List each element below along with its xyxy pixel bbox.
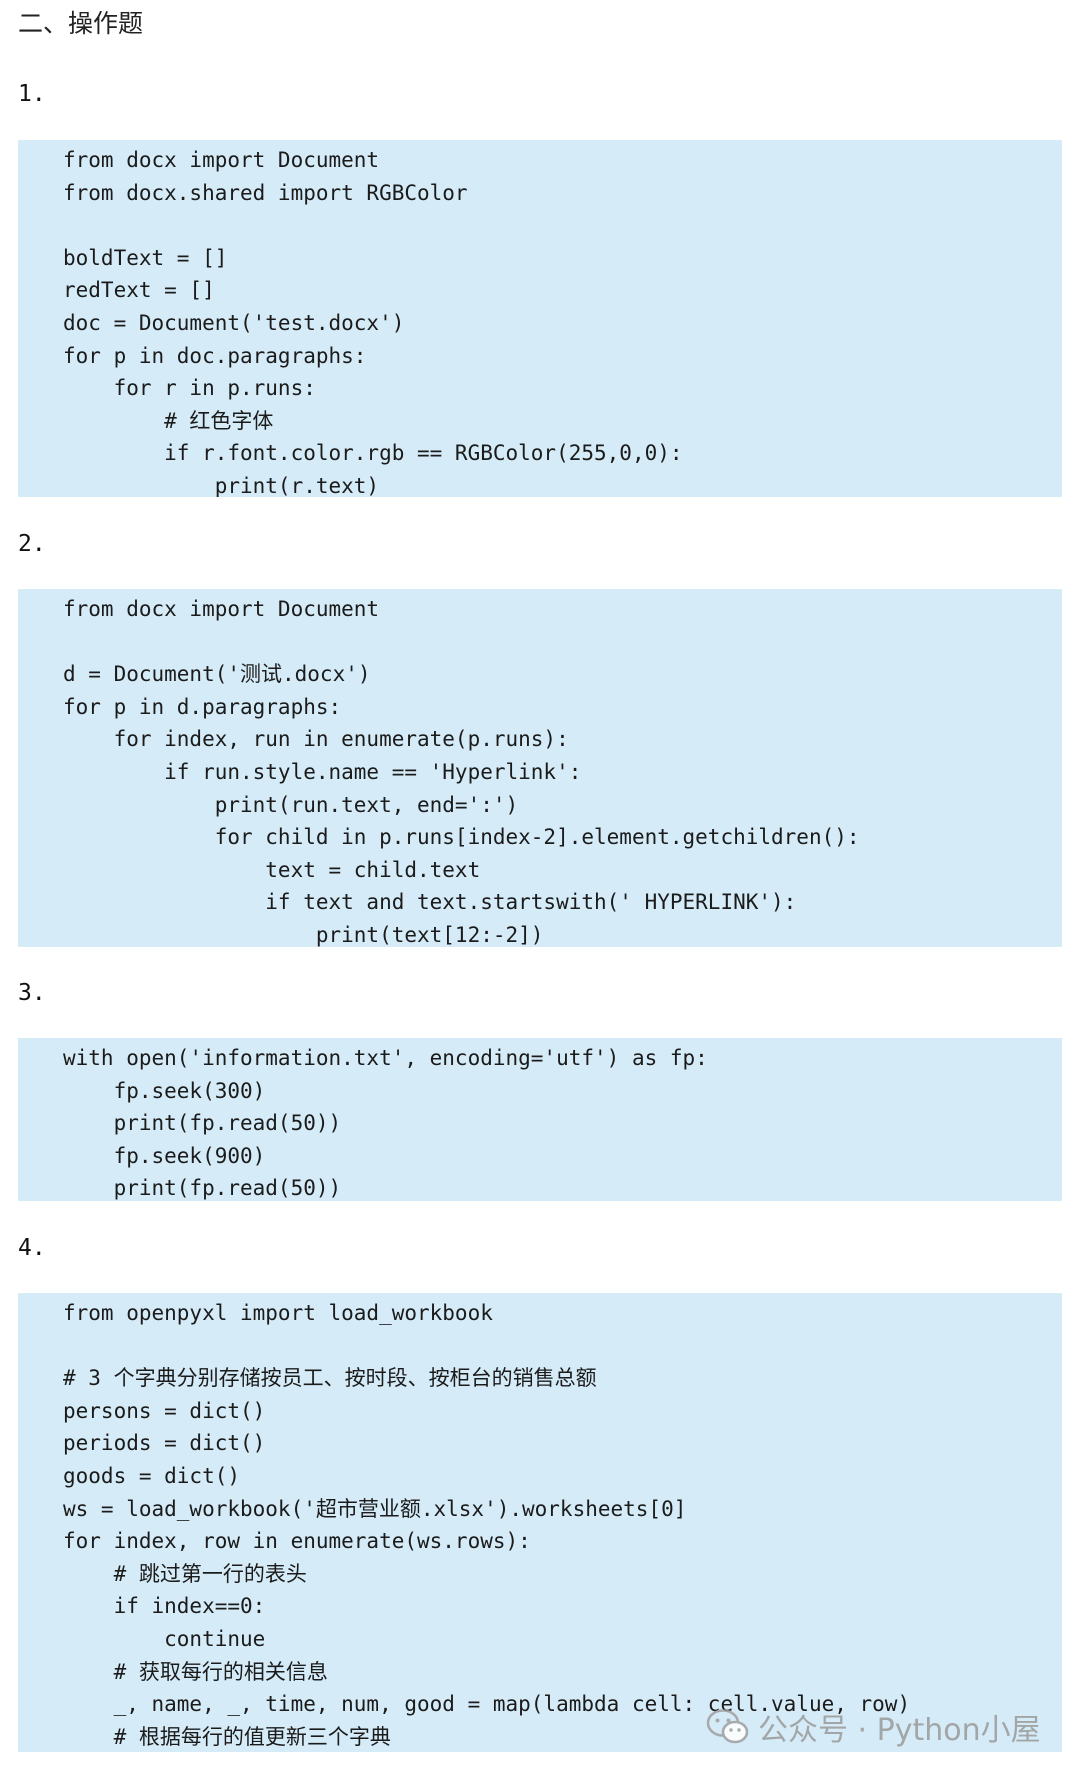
code-line: continue (63, 1626, 266, 1651)
code-line: for p in doc.paragraphs: (63, 343, 367, 368)
code-line (63, 626, 1062, 659)
code-line: fp.seek(300) (63, 1078, 266, 1103)
code-line: persons = dict() (63, 1398, 266, 1423)
code-line: if r.font.color.rgb == RGBColor(255,0,0)… (63, 441, 683, 466)
wechat-icon (706, 1709, 749, 1744)
code-line: # 3 个字典分别存储按员工、按时段、按柜台的销售总额 (63, 1366, 597, 1391)
code-line: print(r.text) (63, 473, 380, 497)
code-line: # 红色字体 (63, 408, 274, 433)
code-line: from docx.shared import RGBColor (63, 180, 468, 205)
watermark: 公众号 · Python小屋 (706, 1705, 1041, 1749)
code-block-3: with open('information.txt', encoding='u… (18, 1038, 1062, 1201)
code-block-1: from docx import Document from docx.shar… (18, 140, 1062, 497)
code-line: # 获取每行的相关信息 (63, 1659, 328, 1684)
code-line (63, 1330, 1062, 1363)
question-number-4: 4. (18, 1235, 46, 1261)
code-line: from openpyxl import load_workbook (63, 1301, 493, 1325)
code-line: for r in p.runs: (63, 376, 316, 401)
code-line: if text and text.startswith(' HYPERLINK'… (63, 890, 797, 915)
code-block-2: from docx import Document d = Document('… (18, 589, 1062, 947)
code-line: redText = [] (63, 278, 215, 303)
code-line: d = Document('测试.docx') (63, 662, 371, 687)
code-line: boldText = [] (63, 245, 228, 270)
code-line: fp.seek(900) (63, 1143, 266, 1168)
code-line: periods = dict() (63, 1431, 266, 1456)
code-line: if run.style.name == 'Hyperlink': (63, 759, 582, 784)
code-line: print(text[12:-2]) (63, 922, 544, 947)
question-number-3: 3. (18, 980, 46, 1006)
watermark-text: 公众号 · Python小屋 (758, 1713, 1041, 1748)
code-line: for index, row in enumerate(ws.rows): (63, 1529, 531, 1554)
code-line (63, 209, 1062, 242)
code-line: for p in d.paragraphs: (63, 694, 342, 719)
code-line: for child in p.runs[index-2].element.get… (63, 825, 860, 850)
code-line: _, name, _, time, num, good = map(lambda… (63, 1692, 911, 1717)
code-block-4: from openpyxl import load_workbook # 3 个… (18, 1293, 1062, 1752)
code-line: print(fp.read(50)) (63, 1111, 342, 1136)
question-number-2: 2. (18, 531, 46, 557)
code-line: if index==0: (63, 1594, 266, 1619)
code-line: from docx import Document (63, 148, 380, 172)
code-line: doc = Document('test.docx') (63, 310, 405, 335)
section-title: 二、操作题 (18, 9, 144, 38)
code-line: text = child.text (63, 857, 481, 882)
code-line: # 根据每行的值更新三个字典 (63, 1724, 391, 1749)
code-line: # 跳过第一行的表头 (63, 1561, 307, 1586)
code-line: for index, run in enumerate(p.runs): (63, 727, 569, 752)
code-line: goods = dict() (63, 1463, 241, 1488)
code-line: print(run.text, end=':') (63, 792, 519, 817)
code-line: from docx import Document (63, 597, 380, 621)
code-line: print(fp.read(50)) (63, 1176, 342, 1201)
question-number-1: 1. (18, 81, 46, 107)
code-line: ws = load_workbook('超市营业额.xlsx').workshe… (63, 1496, 687, 1521)
code-line: with open('information.txt', encoding='u… (63, 1046, 708, 1070)
